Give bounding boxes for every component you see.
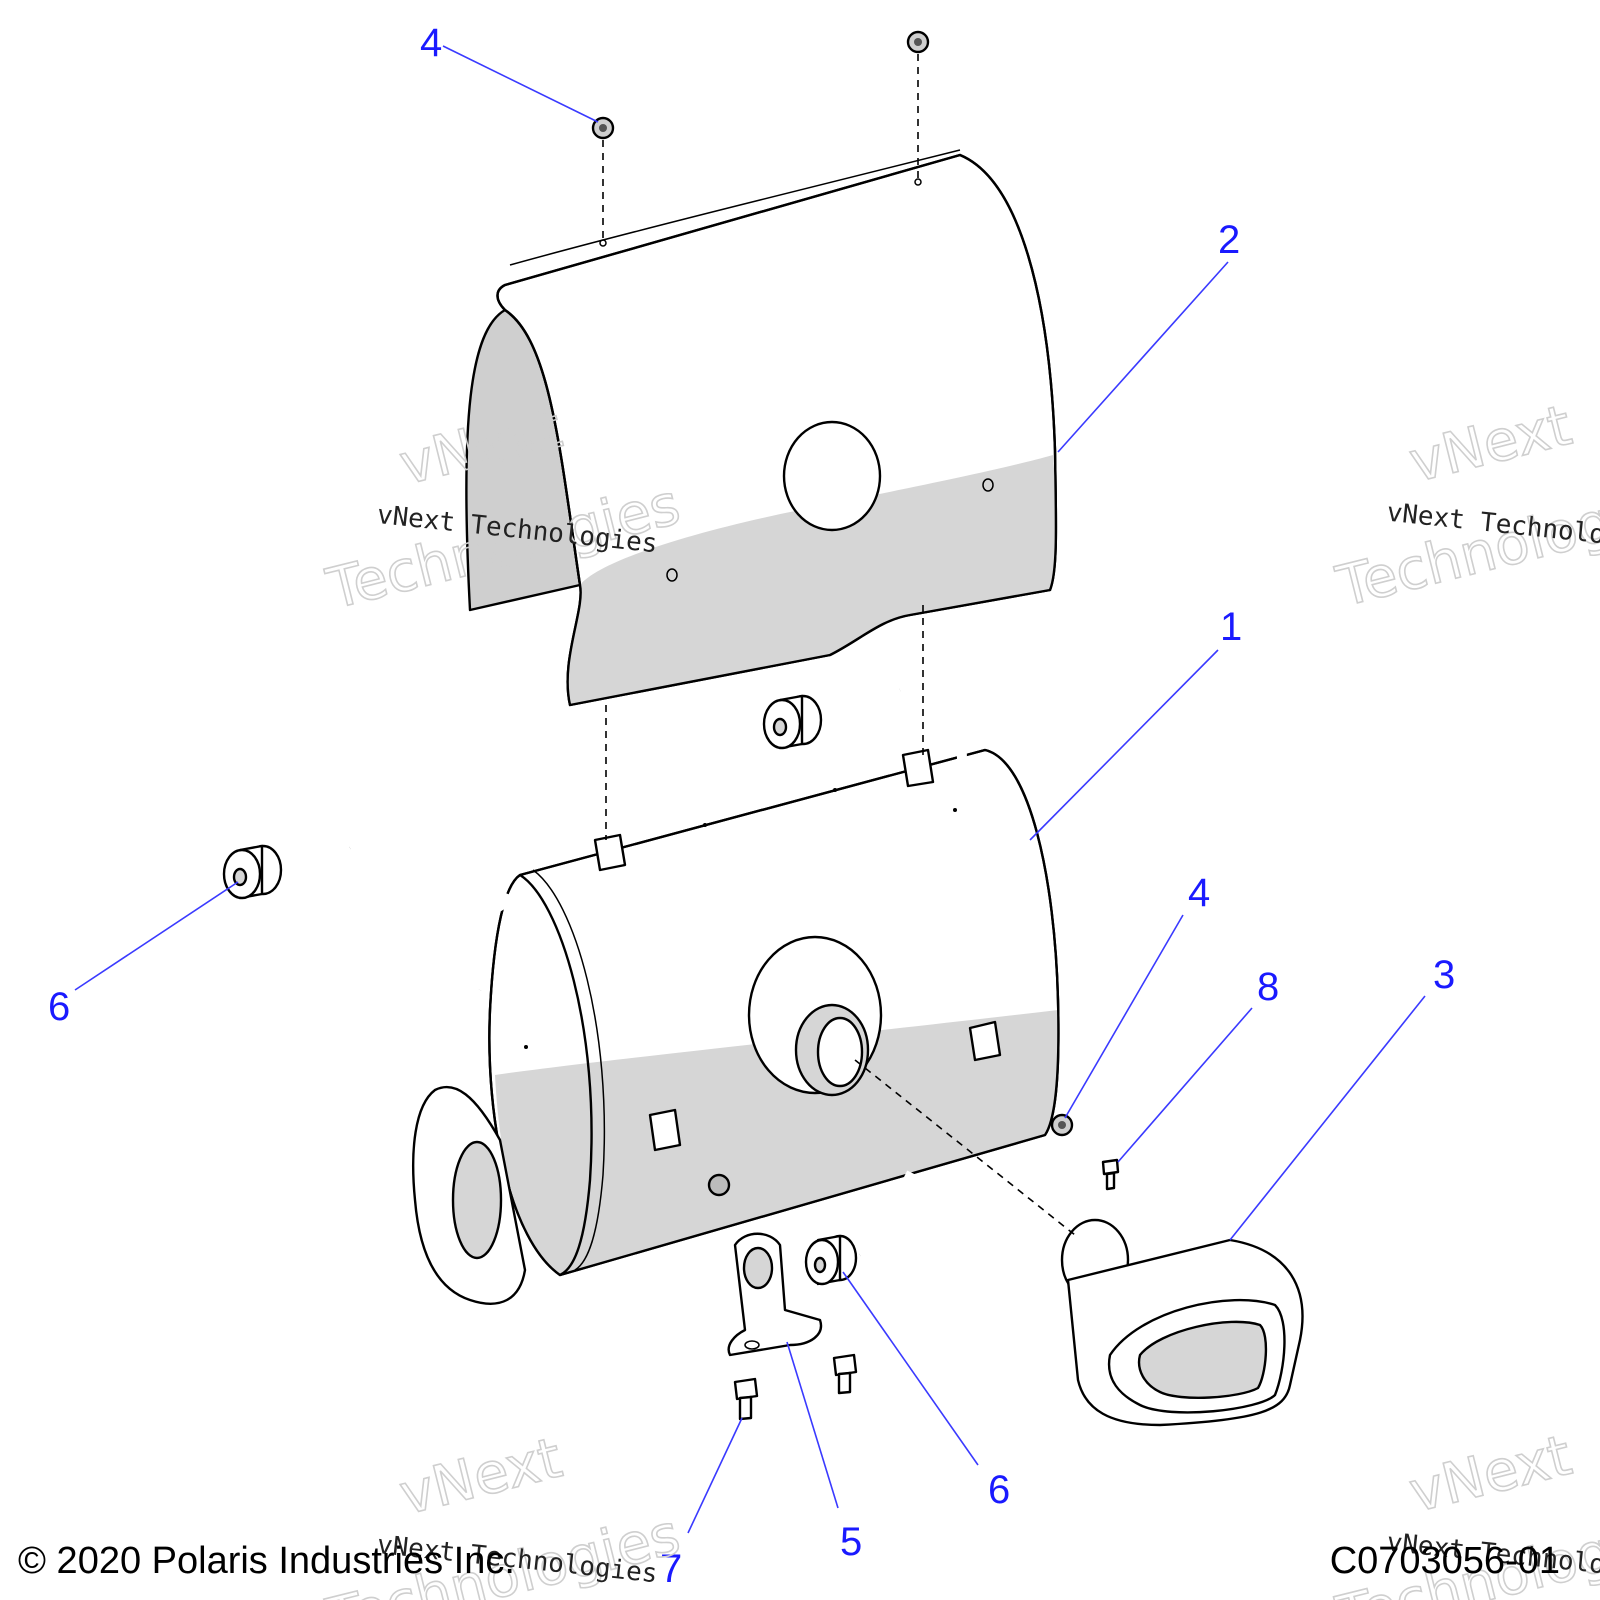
- callout-5: 5: [840, 1520, 862, 1564]
- callout-4-right: 4: [1188, 871, 1210, 915]
- bolt-bracket-right: [832, 1353, 858, 1395]
- drawing-code: C0703056-01: [1329, 1540, 1560, 1582]
- grommet-bottom: [804, 1234, 858, 1286]
- leader-lines: [74, 45, 1426, 1534]
- nut-top-right: [906, 30, 930, 54]
- assembly-lines: [602, 54, 1076, 1236]
- callout-2: 2: [1218, 218, 1240, 262]
- bolt-8: [1101, 1158, 1120, 1191]
- callout-1: 1: [1220, 605, 1242, 649]
- grommet-top: [762, 694, 823, 750]
- bolt-7: [733, 1377, 759, 1421]
- watermark-top-right: vNext Technologies vNext Technologies: [1329, 392, 1600, 621]
- callout-4-top: 4: [420, 21, 442, 65]
- copyright-text: © 2020 Polaris Industries Inc.: [18, 1540, 515, 1582]
- callout-labels: 4 2 1 6 4 8 3 6 5 7: [48, 21, 1455, 1591]
- exhaust-tip: [1060, 1218, 1304, 1427]
- callout-8: 8: [1257, 965, 1279, 1009]
- mount-bracket: [727, 1232, 823, 1357]
- heat-shield: [465, 149, 1058, 707]
- callout-6-left: 6: [48, 985, 70, 1029]
- callout-7: 7: [660, 1547, 682, 1591]
- grommet-left: [222, 844, 283, 900]
- svg-text:vNext: vNext: [394, 1426, 568, 1529]
- svg-text:vNext: vNext: [1403, 393, 1577, 496]
- callout-3: 3: [1433, 953, 1455, 997]
- nut-top-left: [591, 116, 615, 140]
- callout-6-bottom: 6: [988, 1468, 1010, 1512]
- muffler-body: [349, 679, 1060, 1305]
- svg-text:vNext: vNext: [1403, 1423, 1577, 1526]
- nut-right: [1050, 1113, 1074, 1137]
